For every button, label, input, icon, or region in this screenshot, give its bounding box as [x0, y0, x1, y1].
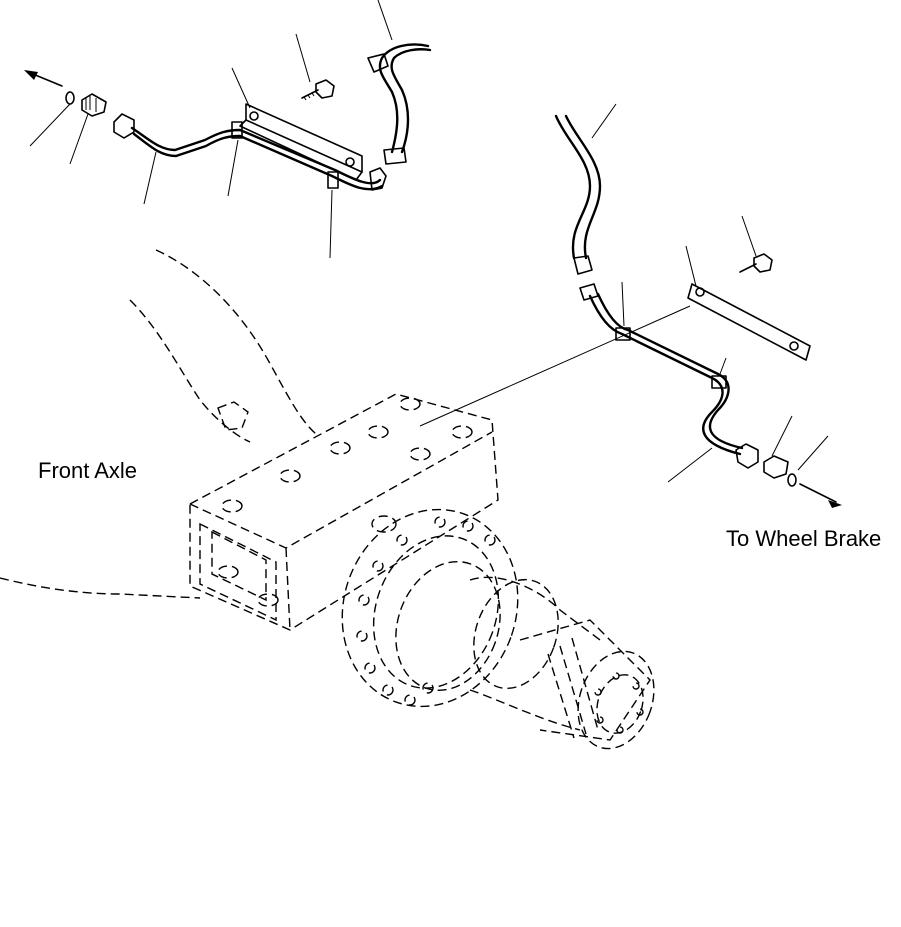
- leader-nipple-right: [771, 415, 793, 457]
- right-clamp-2: [711, 375, 727, 389]
- hub-flange: [341, 508, 519, 708]
- right-brake-line-group: [554, 103, 842, 508]
- leader-clamp-left: [227, 139, 239, 197]
- left-hose: [378, 43, 430, 154]
- left-bolt-head: [315, 79, 335, 99]
- leader-hose-left: [377, 0, 393, 41]
- leader-clamp2-right: [719, 357, 727, 375]
- right-hose: [554, 114, 592, 260]
- right-tube-nut: [735, 443, 759, 469]
- left-bracket: [245, 103, 363, 173]
- left-brake-tube: [130, 126, 382, 185]
- leader-o-ring-left: [29, 103, 71, 147]
- leader-tube-right: [667, 447, 713, 483]
- wheel-spindle: [469, 576, 655, 750]
- left-tube-nut: [113, 113, 135, 139]
- left-nipple: [81, 93, 107, 117]
- left-hose-fitting: [383, 147, 407, 165]
- left-clamp-1: [231, 121, 243, 139]
- axle-housing: [189, 393, 499, 631]
- leader-bracket-right: [685, 245, 697, 287]
- right-hose-fitting: [573, 255, 593, 275]
- leader-o-ring-right: [797, 435, 829, 471]
- leader-clamp2-left: [329, 189, 333, 259]
- right-hose-end: [579, 283, 599, 301]
- leader-bracket-left: [231, 67, 251, 109]
- leader-hose-right: [591, 103, 617, 139]
- right-bolt-head: [753, 253, 773, 273]
- right-direction-arrow-head: [828, 500, 842, 508]
- assembly-reference-line: [419, 305, 691, 427]
- axle-context-outline: [0, 249, 317, 599]
- right-direction-arrow-line: [799, 483, 837, 503]
- left-hose-clip: [367, 53, 389, 73]
- leader-bolt-right: [741, 215, 757, 257]
- right-nipple: [763, 455, 789, 479]
- left-o-ring: [65, 91, 75, 105]
- leader-nipple-left: [69, 113, 89, 165]
- left-elbow: [369, 167, 387, 191]
- front-axle-label: Front Axle: [38, 458, 138, 483]
- to-wheel-brake-label: To Wheel Brake: [726, 526, 882, 551]
- leader-tube-left: [143, 151, 157, 205]
- right-o-ring: [787, 473, 797, 487]
- leader-clamp-right: [621, 281, 625, 327]
- right-bracket: [687, 283, 811, 361]
- right-brake-tube: [588, 294, 742, 456]
- left-clamp-2: [327, 171, 339, 189]
- left-direction-arrow-head: [24, 70, 38, 80]
- leader-bolt-left: [295, 33, 311, 83]
- left-brake-line-group: [24, 0, 432, 259]
- right-clamp-1: [615, 327, 631, 341]
